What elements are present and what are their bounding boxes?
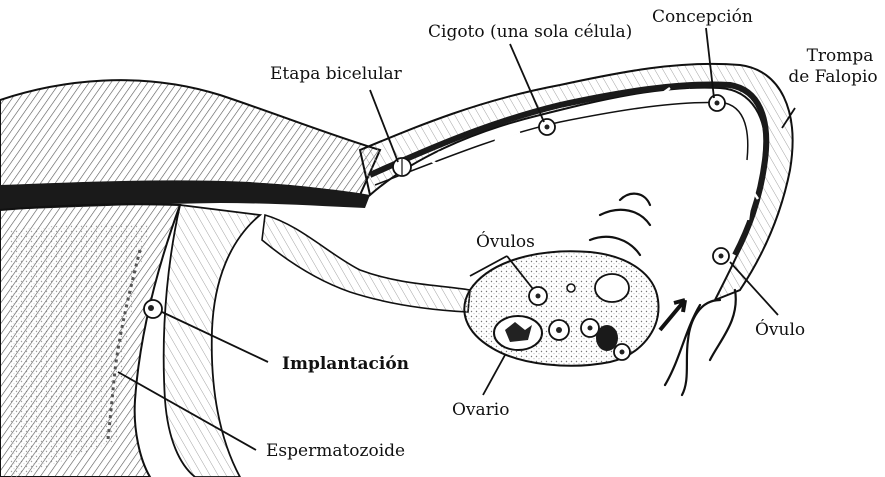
arrow-ovulation [660,300,685,330]
label-etapa-bicelular: Etapa bicelular [270,66,402,83]
label-trompa-line1: Trompa [806,48,874,65]
arrow-tube-2 [495,132,520,146]
uterine-wall-curve [164,205,260,477]
fallopian-tube-lumen [370,84,766,255]
label-trompa-line2: de Falopio [781,69,885,86]
label-cigoto: Cigoto (una sola célula) [428,24,632,41]
ovarian-ligament [262,215,470,312]
follicle-5 [595,274,629,302]
label-ovulos: Óvulos [476,234,535,251]
follicle-4 [567,284,575,292]
released-ovum-core [620,350,625,355]
label-concepcion: Concepción [652,9,753,26]
conception-cell-core [715,101,720,106]
leader-ovario [483,355,505,395]
follicle-2-core [556,327,562,333]
label-ovulo: Óvulo [755,322,805,339]
label-ovario: Ovario [452,402,509,419]
label-espermatozoide: Espermatozoide [266,443,405,460]
label-implantacion: Implantación [282,356,409,373]
ovulo-cell-core [719,254,724,259]
zygote-cell-core [545,125,550,130]
follicle-6-core [588,326,593,331]
implanted-blastocyst-core [148,305,154,311]
follicle-3-core [536,294,541,299]
